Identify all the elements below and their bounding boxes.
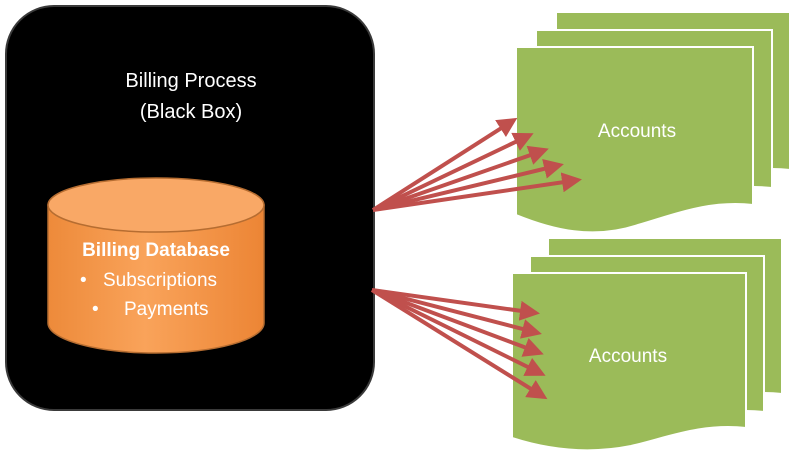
- arrow-icon-top-4: [372, 159, 564, 212]
- arrow-icon-bottom-5: [370, 288, 548, 400]
- arrow-icon-top-3: [372, 145, 549, 212]
- arrow-fan-bottom: [370, 288, 548, 400]
- cylinder-database-icon: [47, 177, 265, 354]
- black-box-title-line2: (Black Box): [140, 101, 242, 123]
- multi-document-stack-icon-top: [515, 11, 791, 234]
- accounts-bottom-label: Accounts: [589, 346, 667, 367]
- arrow-icon-bottom-4: [371, 288, 546, 376]
- database-item-subscriptions: Subscriptions: [103, 270, 217, 291]
- accounts-top-label: Accounts: [598, 121, 676, 142]
- arrow-icon-top-1: [371, 117, 518, 212]
- arrow-fan-top: [371, 117, 582, 212]
- arrow-icon-bottom-2: [371, 288, 542, 339]
- arrow-icon-bottom-3: [371, 288, 544, 357]
- arrow-icon-top-5: [372, 172, 582, 212]
- database-bullet-2: •: [92, 299, 99, 320]
- database-title: Billing Database: [82, 240, 230, 261]
- multi-document-stack-icon-bottom: [511, 237, 783, 452]
- database-bullet-1: •: [80, 270, 87, 291]
- database-item-payments: Payments: [124, 299, 208, 320]
- arrow-icon-top-2: [372, 132, 534, 212]
- arrow-icon-bottom-1: [371, 288, 540, 321]
- black-box-title-line1: Billing Process: [125, 70, 256, 92]
